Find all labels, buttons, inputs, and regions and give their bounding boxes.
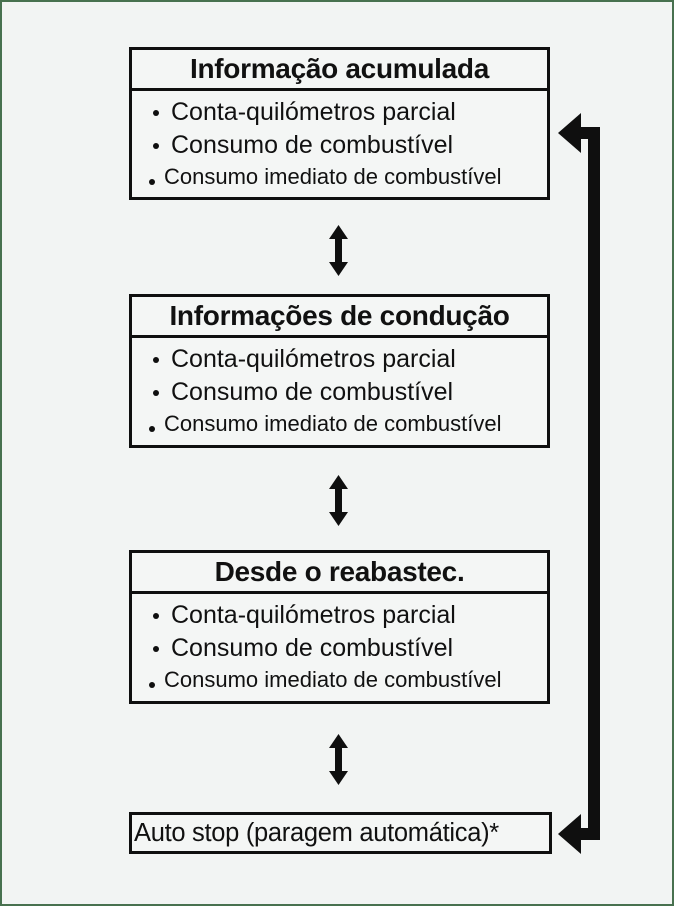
list-item-label: Conta-quilómetros parcial [171, 98, 456, 127]
list-item-label: Consumo imediato de combustível [164, 411, 502, 437]
bullet-dot-icon [153, 142, 159, 149]
list-item-label: Consumo de combustível [171, 378, 454, 407]
list-item: Conta-quilómetros parcial [153, 99, 545, 127]
list-item: Consumo imediato de combustível [149, 163, 545, 189]
menu-box-desde-o-reabastec: Desde o reabastec. Conta-quilómetros par… [129, 550, 550, 704]
bullet-dot-icon [153, 390, 159, 397]
list-item: Consumo de combustível [153, 635, 545, 663]
list-item-label: Consumo de combustível [171, 634, 454, 663]
menu-box-auto-stop: Auto stop (paragem automática)* [129, 812, 552, 854]
bullet-dot-icon [153, 613, 159, 620]
box-body: Conta-quilómetros parcial Consumo de com… [132, 338, 547, 445]
list-item-label: Conta-quilómetros parcial [171, 601, 456, 630]
bullet-dot-icon [153, 646, 159, 653]
auto-stop-label: Auto stop (paragem automática)* [134, 818, 499, 847]
bullet-dot-icon [149, 426, 155, 433]
list-item: Conta-quilómetros parcial [153, 602, 545, 630]
list-item: Consumo imediato de combustível [149, 668, 545, 692]
up-down-arrow-icon [329, 734, 348, 785]
list-item-label: Conta-quilómetros parcial [171, 345, 456, 374]
list-item: Consumo de combustível [153, 379, 545, 407]
box-title: Informação acumulada [132, 50, 547, 91]
bullet-dot-icon [149, 178, 155, 185]
bullet-dot-icon [153, 109, 159, 116]
bullet-dot-icon [153, 357, 159, 364]
list-item-label: Consumo de combustível [171, 130, 454, 159]
bullet-dot-icon [149, 682, 155, 689]
box-title: Informações de condução [132, 297, 547, 338]
up-down-arrow-icon [329, 475, 348, 526]
list-item-label: Consumo imediato de combustível [164, 163, 502, 189]
list-item: Conta-quilómetros parcial [153, 346, 545, 374]
menu-box-informacoes-de-conducao: Informações de condução Conta-quilómetro… [129, 294, 550, 448]
up-down-arrow-icon [329, 225, 348, 276]
list-item-label: Consumo imediato de combustível [164, 667, 502, 693]
list-item: Consumo imediato de combustível [149, 412, 545, 436]
list-item: Consumo de combustível [153, 130, 545, 160]
menu-box-informacao-acumulada: Informação acumulada Conta-quilómetros p… [129, 47, 550, 200]
box-body: Conta-quilómetros parcial Consumo de com… [132, 594, 547, 701]
box-body: Conta-quilómetros parcial Consumo de com… [132, 91, 547, 197]
return-loop-arrow-icon [558, 113, 600, 854]
box-title: Desde o reabastec. [132, 553, 547, 594]
